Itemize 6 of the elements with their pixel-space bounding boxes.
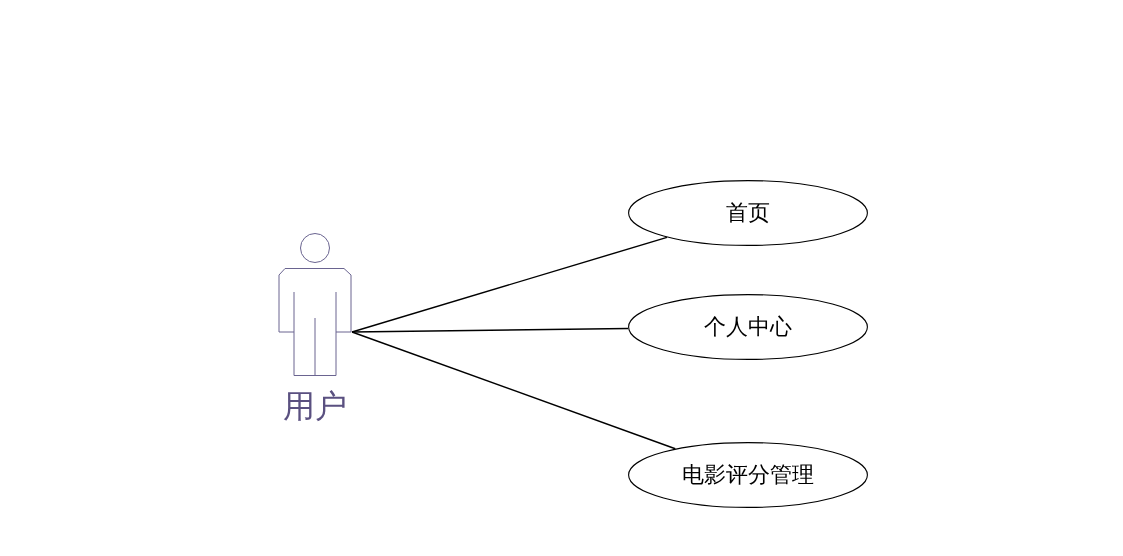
use-case-ellipse: 电影评分管理 bbox=[628, 442, 868, 508]
association-line bbox=[351, 331, 676, 450]
association-line bbox=[351, 327, 629, 333]
use-case-ellipse: 个人中心 bbox=[628, 294, 868, 360]
actor-label: 用户 bbox=[282, 386, 348, 427]
use-case-ellipse: 首页 bbox=[628, 180, 868, 246]
